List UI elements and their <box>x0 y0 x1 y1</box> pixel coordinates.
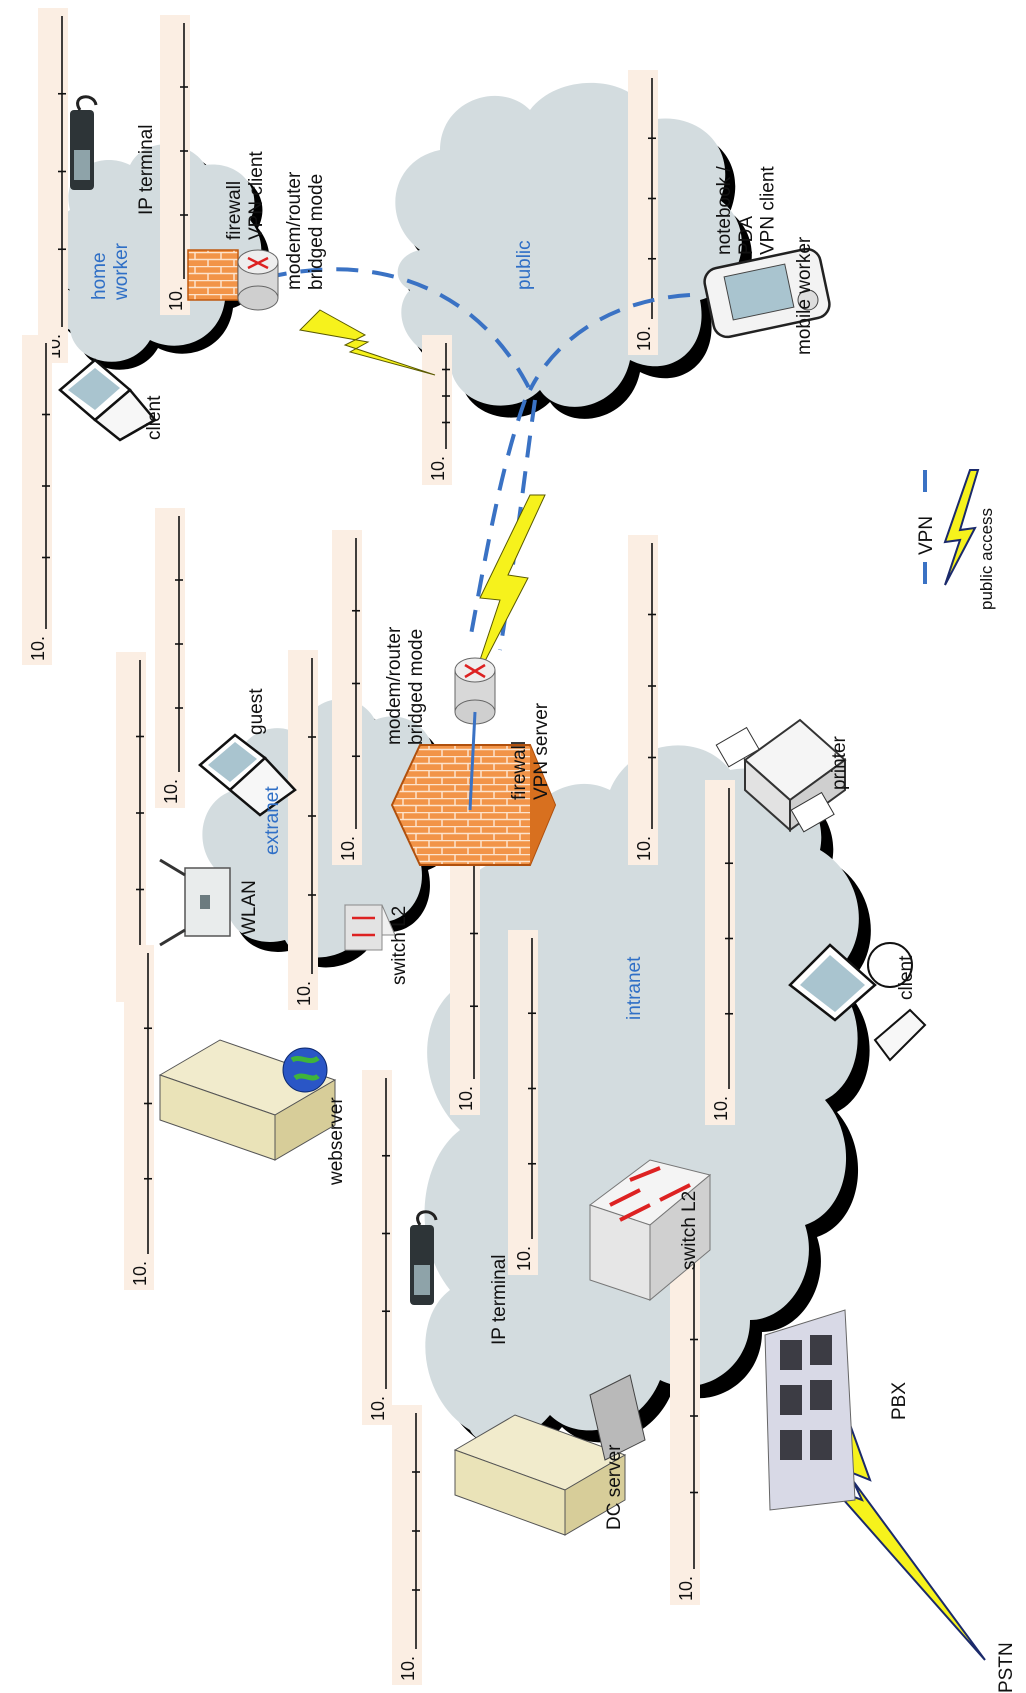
notebook-label: notebook /PDAVPN client <box>714 166 779 255</box>
addr-box-wlan: 10. <box>116 652 146 1002</box>
pbx-icon <box>764 1309 856 1511</box>
address-prefix: 10. <box>711 1096 731 1121</box>
intranet-switch-icon <box>588 1159 712 1302</box>
address-prefix: 10. <box>456 1086 476 1111</box>
legend-lightning-icon <box>943 469 980 586</box>
legend-vpn-label: VPN <box>916 516 937 555</box>
wlan-label: WLAN <box>239 880 260 935</box>
addr-box-dc-server: 10. <box>392 1405 422 1685</box>
extranet-switch-icon <box>344 904 396 951</box>
labels: homeworker public extranet intranet IP termi… <box>89 125 1017 1693</box>
main-modem-router-icon <box>454 657 496 725</box>
dc-server-icon <box>453 1374 646 1536</box>
address-prefix: 10. <box>398 1656 418 1681</box>
printer-label: printer <box>829 735 850 790</box>
lightning-office <box>469 494 546 691</box>
ip-address-fields: 10. 10. 10. 10. 10. 10. 10. 10. 10. 10. 10. 10. 10. 1… <box>22 8 735 1685</box>
main-firewall-icon <box>390 744 557 866</box>
wlan-access-point-icon <box>159 858 231 947</box>
pstn-label: PSTN <box>996 1642 1017 1693</box>
home-firewall-icon <box>187 249 239 301</box>
home-ip-phone-icon <box>70 95 98 190</box>
vpn-hub-to-firewall-1 <box>468 399 527 641</box>
home-client-laptop-icon <box>58 358 157 442</box>
addr-box-hub: 10. <box>422 335 452 485</box>
intranet-client-pc-icon <box>788 942 927 1062</box>
address-prefix: 10. <box>161 779 181 804</box>
addr-box-notebook: 10. <box>628 70 658 355</box>
address-prefix: 10. <box>28 636 48 661</box>
address-prefix: 10. <box>514 1246 534 1271</box>
home-modem-router-icon <box>237 249 279 311</box>
address-prefix: 10. <box>428 456 448 481</box>
address-prefix: 10. <box>676 1576 696 1601</box>
address-prefix: 10. <box>634 326 654 351</box>
intranet-ip-terminal-label: IP terminal <box>489 1255 510 1345</box>
addr-box-switch-ext: 10. <box>288 650 318 1010</box>
address-prefix: 10. <box>130 1261 150 1286</box>
home-modem-label: modem/routerbridged mode <box>284 171 327 290</box>
addr-box-home-phone: 10. <box>38 8 68 363</box>
address-prefix: 10. <box>294 981 314 1006</box>
addr-box-pbx: 10. <box>670 1255 700 1605</box>
addr-box-home-client: 10. <box>22 335 52 665</box>
home-firewall-label: firewallVPN client <box>224 151 267 240</box>
printer-icon <box>715 718 847 833</box>
guest-laptop-icon <box>198 733 297 817</box>
home-client-label: client <box>144 395 165 440</box>
address-prefix: 10. <box>338 836 358 861</box>
modem-firewall-link <box>468 711 477 811</box>
addr-box-home-firewall: 10. <box>160 15 190 315</box>
mobile-worker-label: mobile worker <box>794 236 815 355</box>
address-prefix: 10. <box>368 1396 388 1421</box>
intranet-label: intranet <box>624 956 645 1020</box>
addr-box-ip-terminal: 10. <box>362 1070 392 1425</box>
intranet-switch-label: switch L2 <box>679 1191 700 1270</box>
addr-box-printer: 10. <box>628 535 658 865</box>
main-firewall-label: firewallVPN server <box>509 702 552 800</box>
extranet-switch-label: switch L2 <box>389 906 410 985</box>
addr-box-modem-main: 10. <box>332 530 362 865</box>
home-worker-label: homeworker <box>89 242 132 301</box>
addr-box-webserver: 10. <box>124 945 154 1290</box>
lightning-home <box>298 309 436 376</box>
vpn-home-to-hub <box>264 267 532 391</box>
notebook-pda-icon <box>703 247 831 339</box>
webserver-icon <box>158 1039 337 1161</box>
home-ip-terminal-label: IP terminal <box>136 125 157 215</box>
pbx-label: PBX <box>889 1382 910 1420</box>
guest-label: guest <box>246 688 267 735</box>
legend-public-access-label: public access <box>977 508 996 610</box>
webserver-label: webserver <box>326 1097 347 1186</box>
addr-box-guest: 10. <box>155 508 185 808</box>
dc-server-label: DC server <box>604 1444 625 1530</box>
extranet-label: extranet <box>262 786 283 855</box>
address-prefix: 10. <box>634 836 654 861</box>
addr-box-switch-intra: 10. <box>508 930 538 1275</box>
intranet-client-label: client <box>896 955 917 1000</box>
address-prefix: 10. <box>166 286 186 311</box>
intranet-ip-phone-icon <box>410 1210 438 1305</box>
main-modem-label: modem/routerbridged mode <box>384 626 427 745</box>
addr-box-client-intra: 10. <box>705 780 735 1125</box>
public-cloud-label: public <box>514 240 535 290</box>
